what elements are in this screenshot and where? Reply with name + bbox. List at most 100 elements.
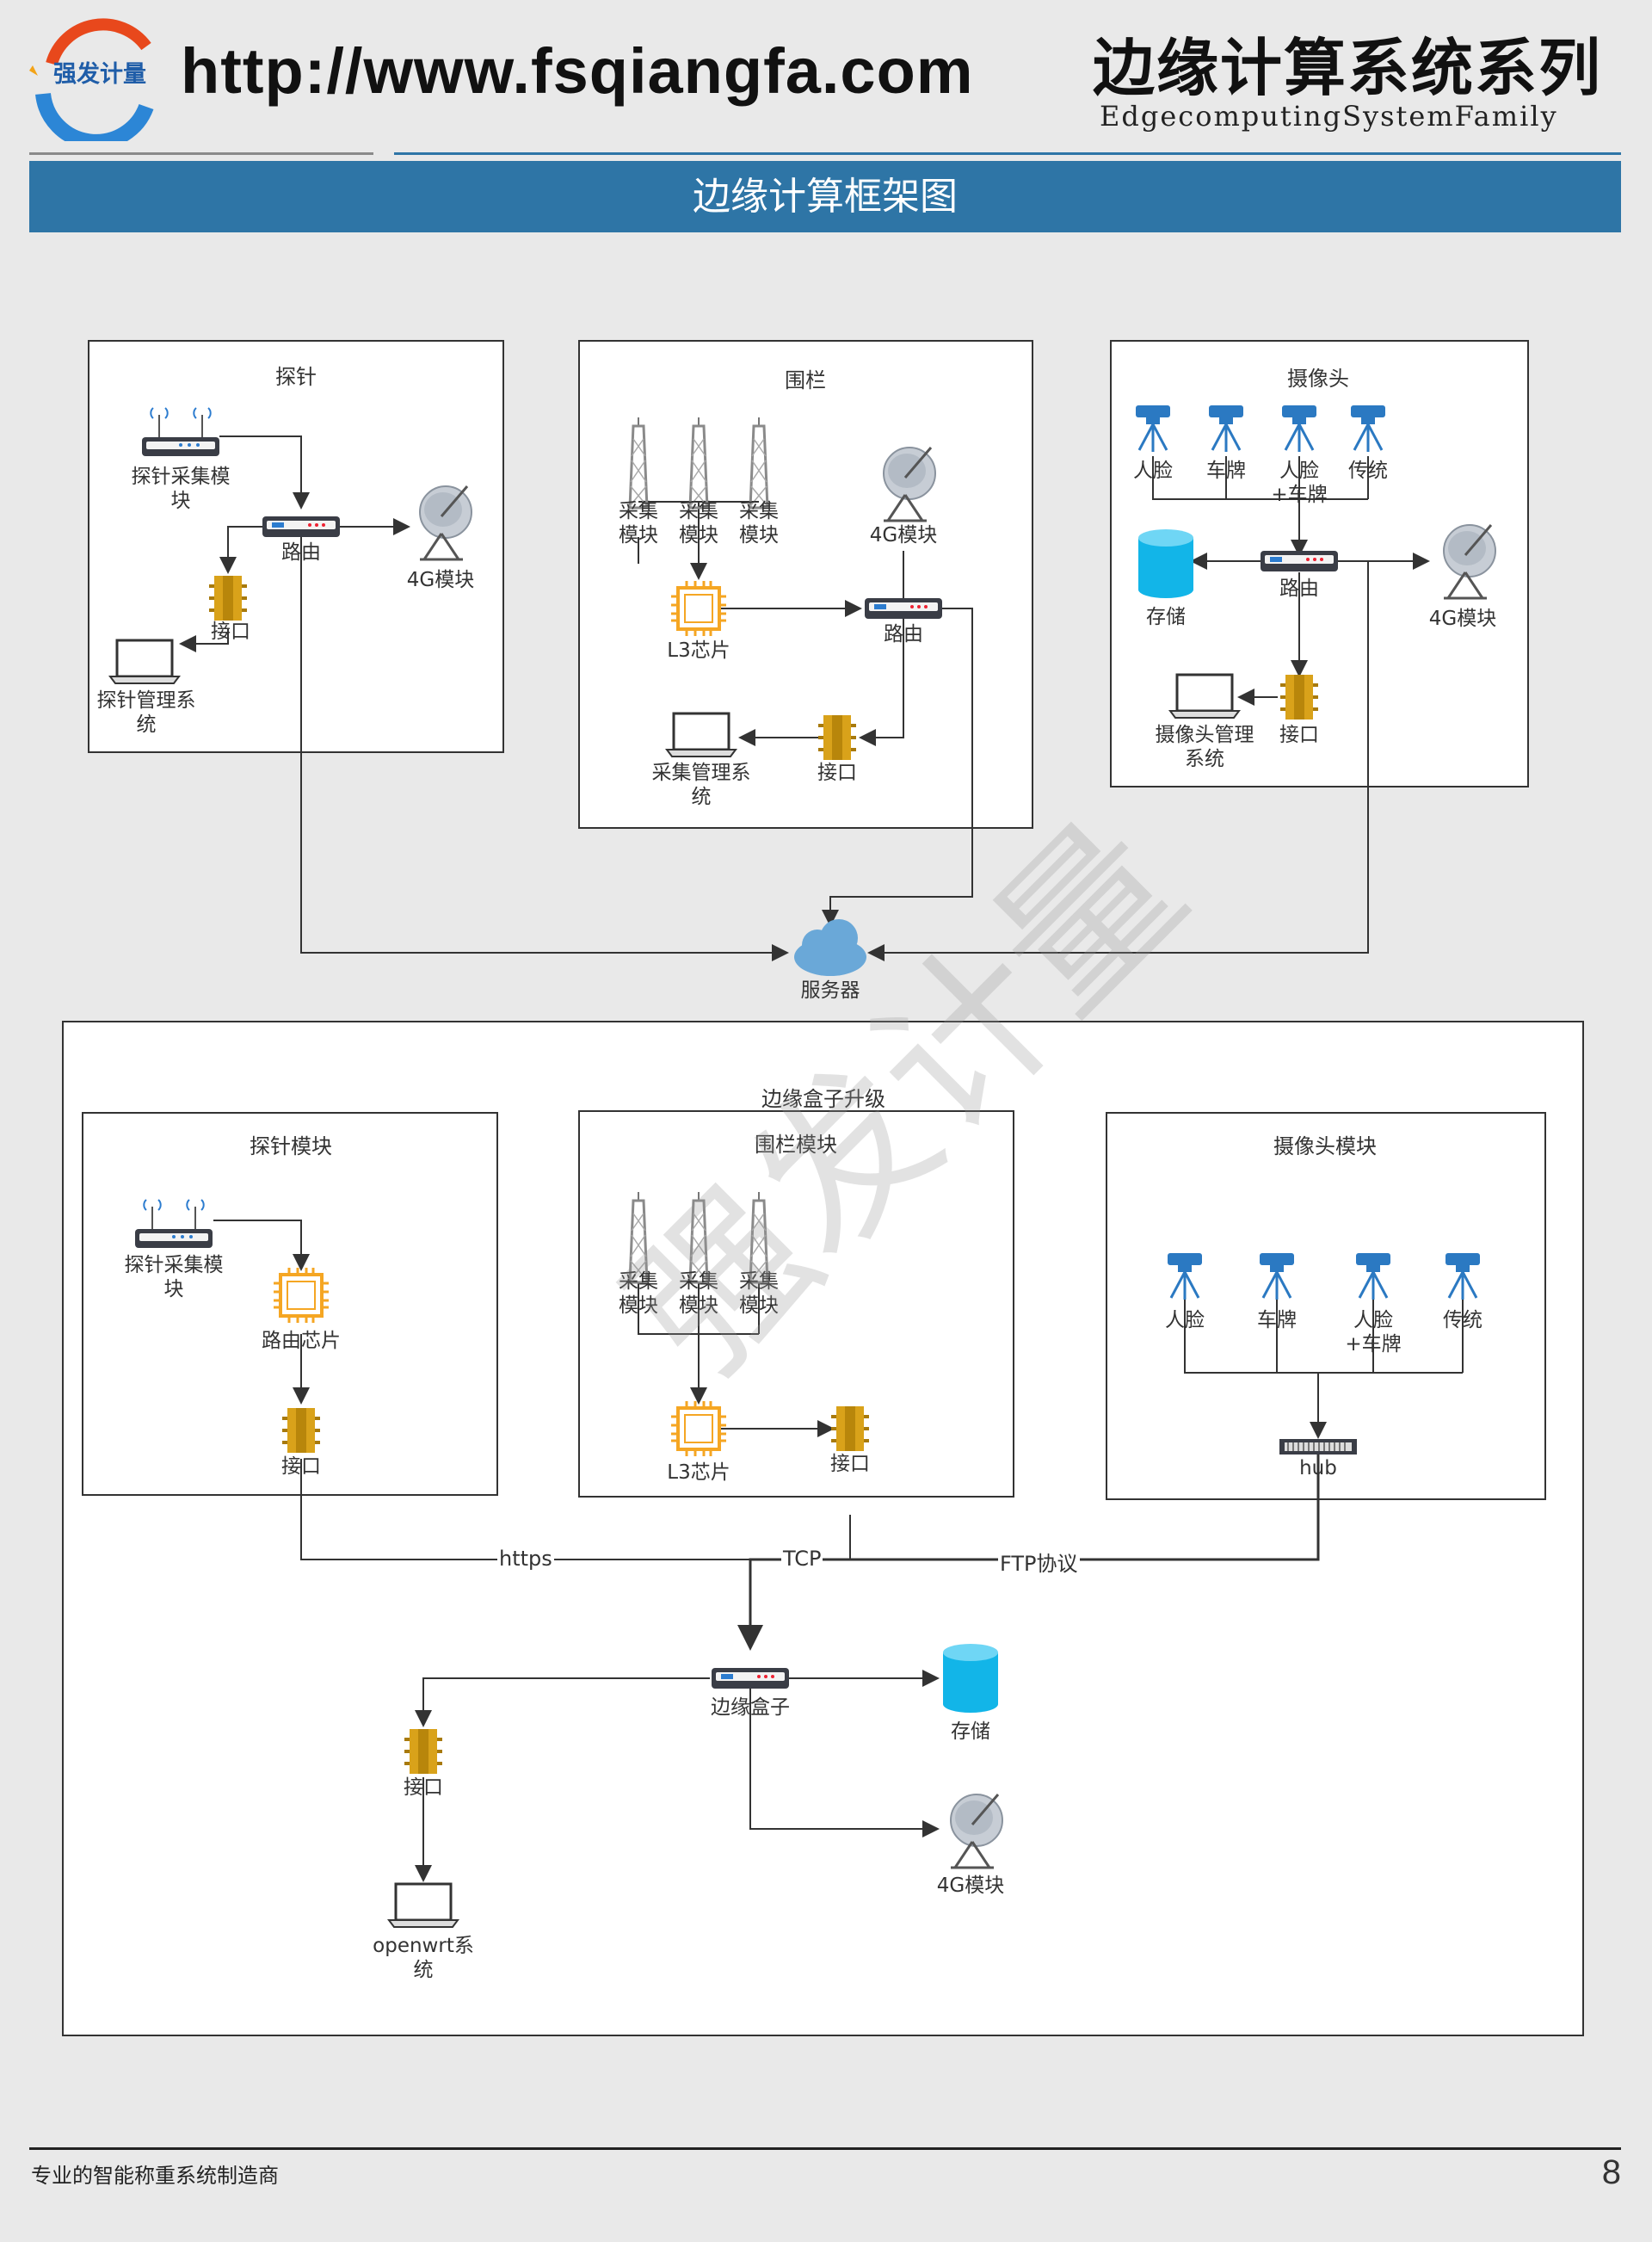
camera-traditional-icon	[1349, 404, 1387, 454]
page-number: 8	[1601, 2153, 1621, 2191]
edge-box-storage-label: 存储	[951, 1720, 990, 1743]
upgrade-panel-title: 边缘盒子升级	[761, 1087, 885, 1111]
fence-collector-label-2: 采集 模块	[679, 500, 718, 547]
fence-collector-label-1: 采集 模块	[619, 500, 658, 547]
fence-module-collector-label-1: 采集 模块	[619, 1270, 658, 1317]
footer-rule	[29, 2147, 1621, 2150]
header-subtitle: EdgecomputingSystemFamily	[1100, 100, 1558, 133]
fence-tower-icon-2	[688, 416, 709, 510]
probe-collector-label: 探针采集模 块	[131, 466, 231, 512]
probe-mgmt-laptop-icon	[108, 639, 181, 685]
fence-4g-label: 4G模块	[869, 524, 938, 547]
footer-tagline: 专业的智能称重系统制造商	[31, 2164, 279, 2188]
edge-box-4g-dish-icon	[949, 1793, 1004, 1869]
camera-interface-label: 接口	[1279, 724, 1319, 746]
probe-mgmt-label: 探针管理系 统	[96, 689, 196, 736]
edge-box-interface-icon	[403, 1727, 444, 1776]
camera-face-plate-icon	[1280, 404, 1318, 454]
fence-interface-label: 接口	[817, 762, 857, 784]
probe-module-collector-icon	[134, 1199, 213, 1249]
cloud-icon	[794, 919, 866, 976]
fence-module-chip-label: L3芯片	[667, 1461, 730, 1484]
camera-mgmt-laptop-icon	[1168, 673, 1241, 720]
edge-box-4g-label: 4G模块	[936, 1875, 1005, 1897]
probe-module-collector-label: 探针采集模 块	[124, 1254, 224, 1300]
camera-module-hub-label: hub	[1299, 1457, 1337, 1479]
camera-plate-icon	[1207, 404, 1245, 454]
fence-tower-icon-1	[628, 416, 649, 510]
camera-module-title: 摄像头模块	[1273, 1134, 1377, 1158]
fence-panel-title: 围栏	[785, 368, 826, 392]
fence-router-label: 路由	[884, 623, 923, 645]
hub-icon	[1279, 1439, 1357, 1455]
edge-label-tcp: TCP	[781, 1547, 823, 1571]
camera-plate-label: 车牌	[1206, 460, 1246, 482]
camera-storage-icon	[1138, 529, 1193, 598]
fence-router-icon	[865, 598, 942, 619]
probe-module-interface-icon	[280, 1406, 322, 1455]
header-rule-right	[394, 152, 1621, 155]
camera-face-plate-label: 人脸 +车牌	[1271, 460, 1328, 506]
header-rule-left	[29, 152, 373, 155]
fence-l3-chip-icon	[669, 579, 728, 638]
edge-label-ftp: FTP协议	[998, 1547, 1080, 1577]
probe-4g-dish-icon	[418, 485, 473, 561]
camera-router-label: 路由	[1279, 577, 1319, 600]
fence-module-l3-chip-icon	[669, 1399, 728, 1458]
camera-4g-label: 4G模块	[1428, 608, 1497, 630]
probe-module-title: 探针模块	[250, 1134, 332, 1158]
probe-interface-label: 接口	[211, 621, 250, 643]
edge-box-label: 边缘盒子	[711, 1696, 790, 1719]
panel-fence	[578, 340, 1033, 829]
camera-module-face-icon	[1166, 1251, 1204, 1301]
diagram-banner-title: 边缘计算框架图	[29, 161, 1621, 232]
camera-face-label: 人脸	[1133, 460, 1173, 482]
probe-collector-icon	[141, 407, 220, 457]
fence-module-interface-icon	[829, 1405, 871, 1453]
probe-interface-icon	[207, 574, 249, 622]
fence-module-collector-label-3: 采集 模块	[739, 1270, 779, 1317]
fence-module-collector-label-2: 采集 模块	[679, 1270, 718, 1317]
edge-box-mgmt-laptop-icon	[387, 1882, 459, 1929]
logo-text: 强发计量	[53, 61, 146, 88]
fence-mgmt-laptop-icon	[665, 712, 737, 758]
camera-panel-title: 摄像头	[1287, 367, 1349, 391]
camera-module-traditional-label: 传统	[1443, 1309, 1482, 1331]
fence-chip-label: L3芯片	[667, 639, 730, 662]
probe-module-chip-icon	[272, 1266, 330, 1325]
camera-module-plate-label: 车牌	[1257, 1309, 1297, 1331]
fence-4g-dish-icon	[882, 446, 937, 522]
probe-router-label: 路由	[281, 541, 321, 564]
probe-router-icon	[262, 516, 340, 537]
edge-label-https: https	[497, 1547, 554, 1571]
edge-box-mgmt-label: openwrt系 统	[373, 1935, 474, 1981]
edge-box-router-icon	[712, 1668, 789, 1689]
fence-collector-label-3: 采集 模块	[739, 500, 779, 547]
fence-tower-icon-3	[749, 416, 769, 510]
edge-box-storage-icon	[943, 1644, 998, 1713]
camera-router-icon	[1261, 551, 1338, 571]
camera-mgmt-label: 摄像头管理 系统	[1155, 724, 1254, 770]
camera-module-face-plate-icon	[1354, 1251, 1392, 1301]
camera-module-plate-icon	[1258, 1251, 1296, 1301]
probe-4g-label: 4G模块	[406, 569, 475, 591]
camera-traditional-label: 传统	[1348, 460, 1388, 482]
camera-interface-icon	[1279, 673, 1320, 721]
panel-fence-module	[578, 1110, 1014, 1498]
camera-module-face-plate-label: 人脸 +车牌	[1345, 1309, 1402, 1356]
probe-panel-title: 探针	[275, 365, 317, 389]
edge-box-interface-label: 接口	[404, 1776, 443, 1799]
probe-module-interface-label: 接口	[281, 1455, 321, 1478]
server-label: 服务器	[800, 979, 860, 1002]
camera-4g-dish-icon	[1442, 523, 1497, 600]
camera-face-icon	[1134, 404, 1172, 454]
camera-module-face-label: 人脸	[1165, 1309, 1205, 1331]
camera-module-traditional-icon	[1444, 1251, 1482, 1301]
fence-mgmt-label: 采集管理系 统	[651, 762, 751, 808]
fence-module-interface-label: 接口	[830, 1453, 870, 1475]
header-title: 边缘计算系统系列	[1093, 32, 1603, 104]
fence-interface-icon	[817, 713, 858, 762]
fence-module-title: 围栏模块	[755, 1133, 837, 1157]
header-url[interactable]: http://www.fsqiangfa.com	[181, 35, 974, 107]
